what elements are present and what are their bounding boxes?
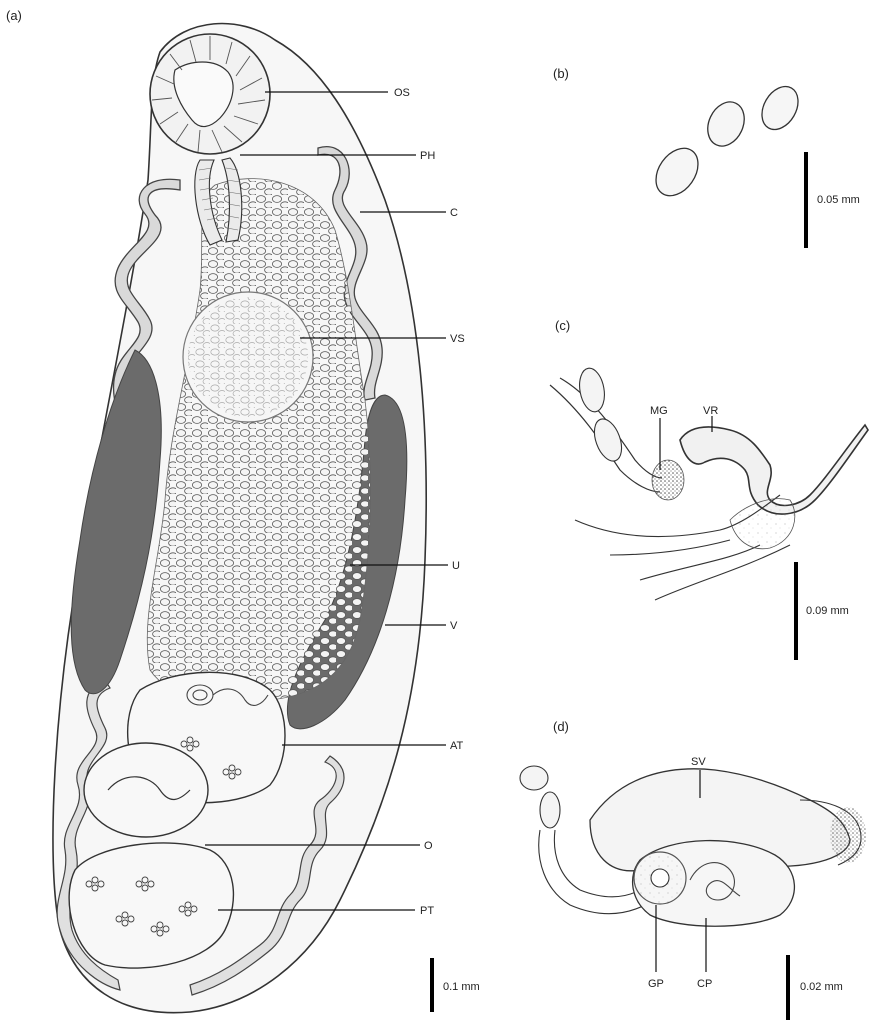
- panel-a: (a): [6, 8, 480, 1013]
- label-vs: VS: [450, 333, 465, 345]
- ootype: [730, 499, 795, 549]
- scale-label-a: 0.1 mm: [443, 981, 480, 993]
- label-vr: VR: [703, 405, 718, 417]
- panel-c-letter: (c): [555, 318, 570, 333]
- terminal-stipple: [830, 807, 866, 863]
- egg-in-duct-1: [576, 366, 607, 413]
- egg-2: [701, 96, 751, 152]
- egg-3: [755, 80, 806, 136]
- mehlis-gland: [652, 460, 684, 500]
- panel-d: (d) SV GP CP 0.02 mm: [520, 719, 866, 1020]
- scale-label-b: 0.05 mm: [817, 194, 860, 206]
- scale-label-d: 0.02 mm: [800, 981, 843, 993]
- label-v: V: [450, 620, 458, 632]
- label-u: U: [452, 560, 460, 572]
- panel-a-letter: (a): [6, 8, 22, 23]
- genital-pore: [634, 852, 686, 904]
- label-os: OS: [394, 87, 410, 99]
- label-gp: GP: [648, 978, 664, 990]
- egg-1: [647, 140, 706, 203]
- panel-b-letter: (b): [553, 66, 569, 81]
- panel-b: (b) 0.05 mm: [553, 66, 860, 248]
- panel-c: (c) MG VR 0.09 mm: [550, 318, 868, 660]
- sperm-sac-1: [520, 766, 548, 790]
- label-at: AT: [450, 740, 464, 752]
- label-cp: CP: [697, 978, 712, 990]
- panel-d-letter: (d): [553, 719, 569, 734]
- label-c: C: [450, 207, 458, 219]
- label-pt: PT: [420, 905, 434, 917]
- scale-label-c: 0.09 mm: [806, 605, 849, 617]
- label-sv: SV: [691, 756, 706, 768]
- label-ph: PH: [420, 150, 435, 162]
- sperm-sac-2: [540, 792, 560, 828]
- label-o: O: [424, 840, 433, 852]
- oral-sucker: [150, 34, 270, 154]
- label-mg: MG: [650, 405, 668, 417]
